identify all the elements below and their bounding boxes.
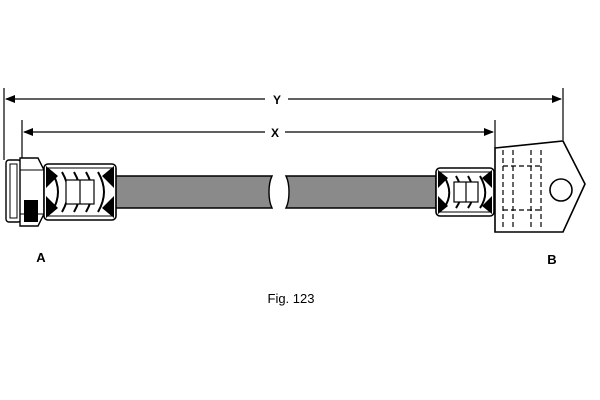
right-end-bracket: [494, 140, 586, 233]
left-end-fitting: [5, 157, 117, 227]
right-end-label: B: [547, 252, 556, 267]
mounting-hole: [549, 178, 573, 202]
hose-length-dimension: X: [23, 126, 494, 140]
hose-body: [114, 175, 437, 209]
figure-caption: Fig. 123: [268, 291, 315, 306]
overall-length-label: Y: [273, 93, 281, 107]
right-crimp-sleeve: [435, 167, 495, 217]
extension-lines: [3, 88, 564, 160]
hose-length-label: X: [271, 126, 279, 140]
overall-length-dimension: Y: [5, 93, 562, 107]
left-end-label: A: [36, 250, 46, 265]
